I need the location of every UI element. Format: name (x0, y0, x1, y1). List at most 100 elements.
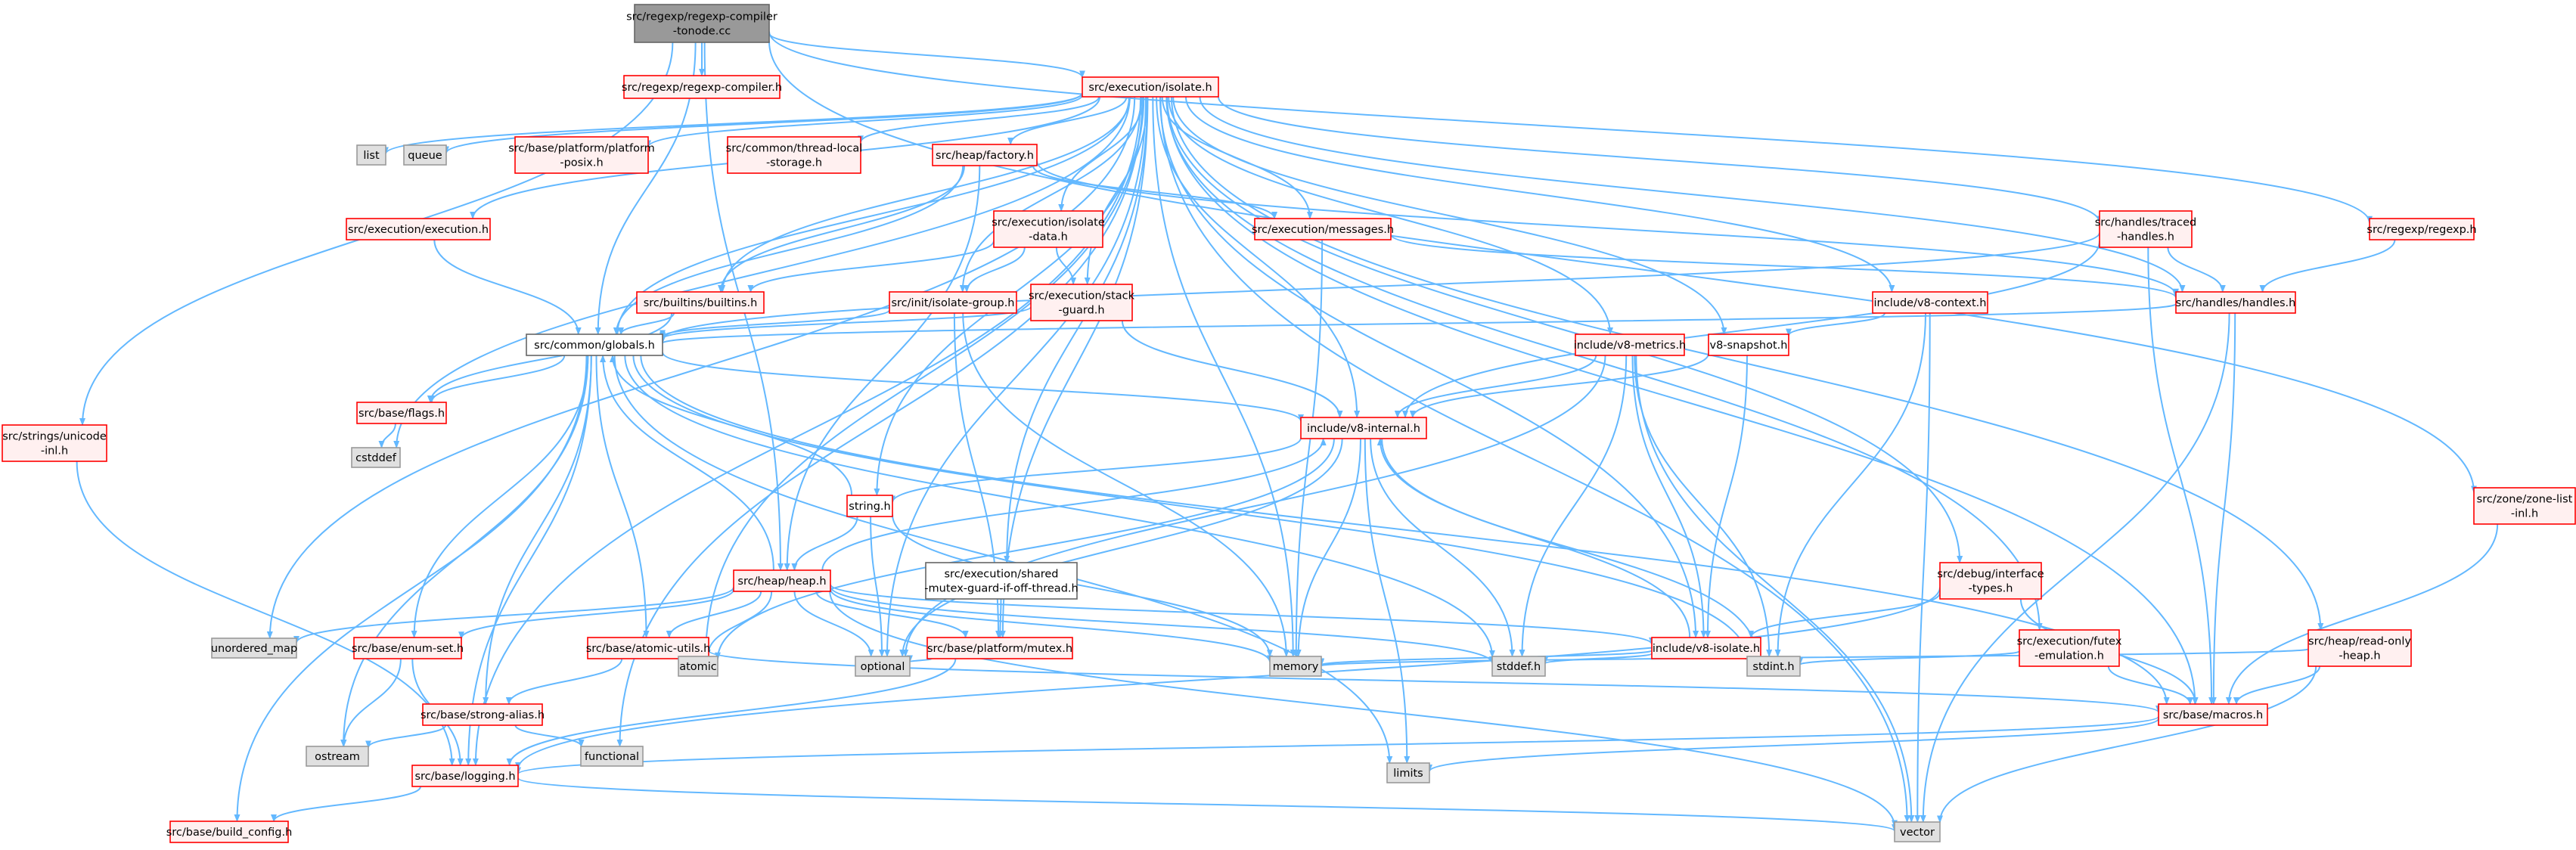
node-label-line: src/common/thread-local (726, 143, 863, 155)
edge-globals_h-to-build_config (234, 355, 588, 822)
node-globals-h[interactable]: src/common/globals.h (526, 333, 663, 356)
node-label-line: src/base/strong-alias.h (421, 709, 545, 721)
node-box (733, 569, 831, 592)
node-label-line: src/execution/stack (1029, 290, 1135, 302)
node-heap-factory[interactable]: src/heap/factory.h (932, 144, 1038, 166)
node-v8-metrics[interactable]: include/v8-metrics.h (1574, 333, 1687, 356)
node-regexp-h[interactable]: src/regexp/regexp.h (2367, 218, 2477, 240)
node-messages-h[interactable]: src/execution/messages.h (1252, 218, 1394, 240)
node-stddef-h[interactable]: stddef.h (1491, 656, 1546, 677)
node-box (2175, 291, 2296, 314)
node-read-only-heap[interactable]: src/heap/read-only-heap.h (2308, 629, 2412, 667)
edge-isolate_h-to-builtins_h (719, 96, 1131, 293)
node-v8-context[interactable]: include/v8-context.h (1872, 291, 1988, 314)
node-base-macros[interactable]: src/base/macros.h (2158, 703, 2268, 726)
node-functional[interactable]: functional (580, 746, 644, 767)
node-label-line: ostream (315, 751, 360, 763)
node-label-line: -mutex-guard-if-off-thread.h (924, 583, 1078, 595)
node-base-logging[interactable]: src/base/logging.h (411, 765, 519, 787)
node-handles-traced[interactable]: src/handles/traced-handles.h (2095, 210, 2197, 248)
edge-isolate_h-to-unordered_map (266, 96, 1136, 639)
node-regexp-compiler-h[interactable]: src/regexp/regexp-compiler.h (622, 75, 782, 99)
node-label-line: stdint.h (1752, 661, 1794, 673)
node-root[interactable]: src/regexp/regexp-compiler-tonode.cc (626, 4, 777, 43)
node-atomic[interactable]: atomic (678, 656, 718, 677)
node-v8-isolate[interactable]: include/v8-isolate.h (1651, 637, 1761, 659)
edge-isolate_h-to-handles_h (1199, 96, 2186, 293)
node-label-line: list (363, 150, 380, 162)
node-label-line: -tonode.cc (673, 26, 731, 38)
node-label-line: limits (1393, 768, 1423, 780)
edge-v8_snapshot-to-v8_isolate (1705, 355, 1748, 638)
node-execution-h[interactable]: src/execution/execution.h (346, 218, 491, 240)
edge-isolate_h-to-optional (884, 96, 1147, 657)
node-futex-emulation[interactable]: src/execution/futex-emulation.h (2017, 629, 2122, 667)
node-box (636, 291, 765, 314)
node-stack-guard[interactable]: src/execution/stack-guard.h (1029, 284, 1135, 321)
node-label-line: -inl.h (2511, 508, 2538, 520)
node-label-line: -heap.h (2339, 650, 2380, 662)
node-enum-set[interactable]: src/base/enum-set.h (352, 637, 464, 659)
node-platform-mutex[interactable]: src/base/platform/mutex.h (926, 637, 1073, 659)
node-base-flags[interactable]: src/base/flags.h (356, 402, 447, 424)
node-label-line: stddef.h (1497, 661, 1541, 673)
node-isolate-group[interactable]: src/init/isolate-group.h (889, 291, 1017, 314)
node-box (1269, 656, 1322, 677)
edge-isolate_h-to-futex_emulation (1165, 96, 2043, 631)
edge-debug_interface-to-base_logging (515, 587, 1941, 770)
node-isolate-h[interactable]: src/execution/isolate.h (1082, 76, 1219, 98)
edge-v8_metrics-to-stddef_h (1519, 355, 1628, 657)
node-unordered-map[interactable]: unordered_map (211, 638, 297, 659)
node-platform-posix[interactable]: src/base/platform/platform-posix.h (508, 136, 655, 174)
node-debug-interface[interactable]: src/debug/interface-types.h (1937, 562, 2044, 600)
node-shared-mutex[interactable]: src/execution/shared-mutex-guard-if-off-… (924, 562, 1079, 600)
edge-isolate_h-to-v8_context (1185, 96, 1895, 293)
node-box (351, 447, 401, 468)
edge-heap_h-to-platform_mutex (815, 591, 969, 638)
node-memory[interactable]: memory (1269, 656, 1322, 677)
node-box (1300, 417, 1427, 439)
edge-isolate_h-to-handles_traced (1218, 96, 2103, 224)
edge-globals_h-to-v8_internal (662, 352, 1304, 422)
node-box (356, 402, 447, 424)
edge-v8_metrics-to-v8_internal (1394, 355, 1597, 418)
node-builtins-h[interactable]: src/builtins/builtins.h (636, 291, 765, 314)
node-isolate-data[interactable]: src/execution/isolate-data.h (992, 210, 1105, 248)
node-box (1254, 218, 1392, 240)
edge-isolate_group-to-memory (962, 312, 1290, 657)
edge-isolate_h-to-v8_snapshot (1172, 96, 1727, 335)
node-stdint-h[interactable]: stdint.h (1746, 656, 1801, 677)
node-box (925, 562, 1078, 600)
edge-base_macros-to-limits (1426, 718, 2159, 772)
node-label-line: -emulation.h (2034, 650, 2104, 662)
node-list[interactable]: list (356, 144, 386, 166)
node-v8-internal[interactable]: include/v8-internal.h (1300, 417, 1427, 439)
node-box (2369, 218, 2475, 240)
node-vector[interactable]: vector (1894, 821, 1941, 842)
node-optional[interactable]: optional (855, 656, 911, 677)
node-strings-unicode[interactable]: src/strings/unicode-inl.h (2, 424, 107, 462)
node-box (623, 75, 781, 99)
node-box (306, 746, 369, 767)
edge-isolate_h-to-atomic (703, 96, 1144, 657)
edge-futex_emulation-to-base_macros (2107, 665, 2193, 705)
edge-stack_guard-to-v8_internal (1121, 320, 1343, 418)
edge-v8_isolate-to-stddef_h (1542, 653, 1653, 665)
node-strong-alias[interactable]: src/base/strong-alias.h (421, 703, 545, 726)
node-limits[interactable]: limits (1386, 762, 1430, 783)
node-label-line: src/execution/messages.h (1252, 224, 1394, 236)
node-build-config[interactable]: src/base/build_config.h (166, 821, 293, 843)
node-atomic-utils[interactable]: src/base/atomic-utils.h (586, 637, 711, 659)
node-cstddef[interactable]: cstddef (351, 447, 401, 468)
node-v8-snapshot[interactable]: v8-snapshot.h (1708, 333, 1789, 356)
node-string-h[interactable]: string.h (846, 495, 893, 517)
edge-globals_h-to-enum_set (411, 355, 589, 638)
node-handles-h[interactable]: src/handles/handles.h (2175, 291, 2296, 314)
node-queue[interactable]: queue (403, 144, 447, 166)
node-zone-list[interactable]: src/zone/zone-list-inl.h (2473, 487, 2576, 525)
node-box (1575, 333, 1685, 356)
node-heap-h[interactable]: src/heap/heap.h (733, 569, 831, 592)
node-ostream[interactable]: ostream (306, 746, 369, 767)
edge-v8_internal-to-optional (899, 438, 1343, 657)
node-thread-local[interactable]: src/common/thread-local-storage.h (726, 136, 863, 174)
